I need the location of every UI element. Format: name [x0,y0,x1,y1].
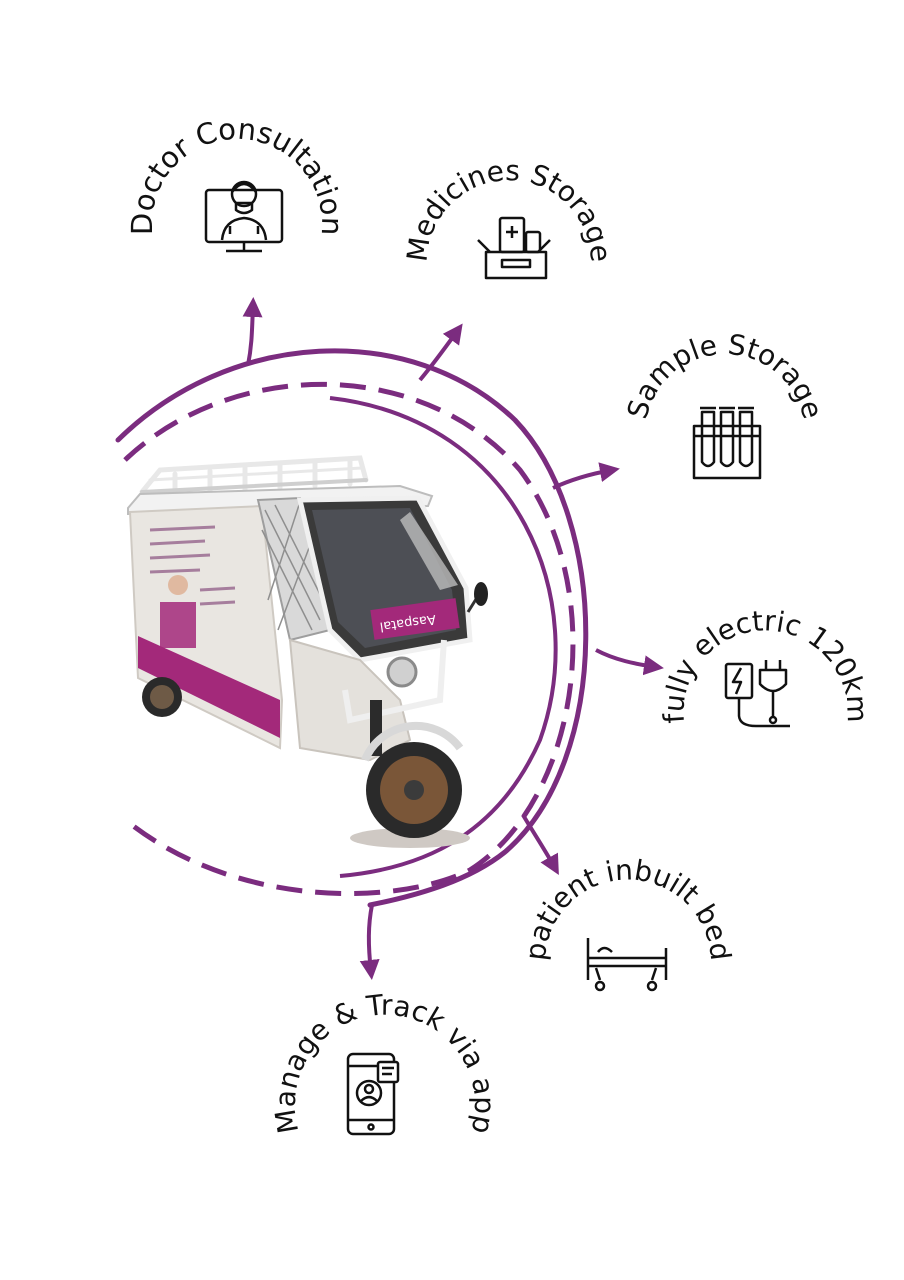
arrow-sample-storage [552,462,620,490]
mudguard [361,721,464,762]
arrow-patient-bed [521,813,559,875]
medicine-box-icon [477,216,551,280]
doctor-monitor-icon [204,180,284,253]
hospital-bed-icon [586,938,668,992]
battery-plug-icon [724,660,790,728]
windshield-sign-panel [370,598,460,640]
arrow-manage-track [359,904,380,980]
feature-fully-electric: fully electric 120km [657,604,874,728]
arrow-medicines-storage [418,323,463,382]
arrow-fully-electric [595,648,664,676]
electric-rickshaw-image: Aaspatal [127,455,488,848]
side-mirror [474,582,488,606]
feature-label: Doctor Consultation [125,112,349,236]
windshield-mesh [400,512,458,590]
test-tubes-icon [692,406,762,480]
feature-medicines-storage: Medicines Storage [400,154,617,280]
feature-label: patient inbuilt bed [519,853,738,962]
body-brand-stripe [138,636,280,738]
poster-face [168,575,188,595]
headlight [386,656,418,688]
feature-patient-bed: patient inbuilt bed [519,853,738,992]
connector-arrows [242,297,664,980]
smartphone-app-icon [346,1052,400,1136]
arrow-doctor-consultation [242,297,263,366]
feature-doctor-consultation: Doctor Consultation [125,112,349,253]
inner-solid-arc [329,396,558,878]
vehicle-front [288,638,412,762]
feature-label: Medicines Storage [400,154,617,264]
side-text-lines [149,525,236,606]
ground-shadow [350,828,470,848]
front-bumper [342,639,447,724]
outer-solid-arc [115,348,589,908]
feature-sample-storage: Sample Storage [621,328,829,480]
dashed-arc [123,381,576,897]
orbit-rings [115,348,589,908]
roof-rack [139,455,369,497]
side-poster [160,602,196,648]
feature-manage-track: Manage & Track via app [269,988,501,1137]
